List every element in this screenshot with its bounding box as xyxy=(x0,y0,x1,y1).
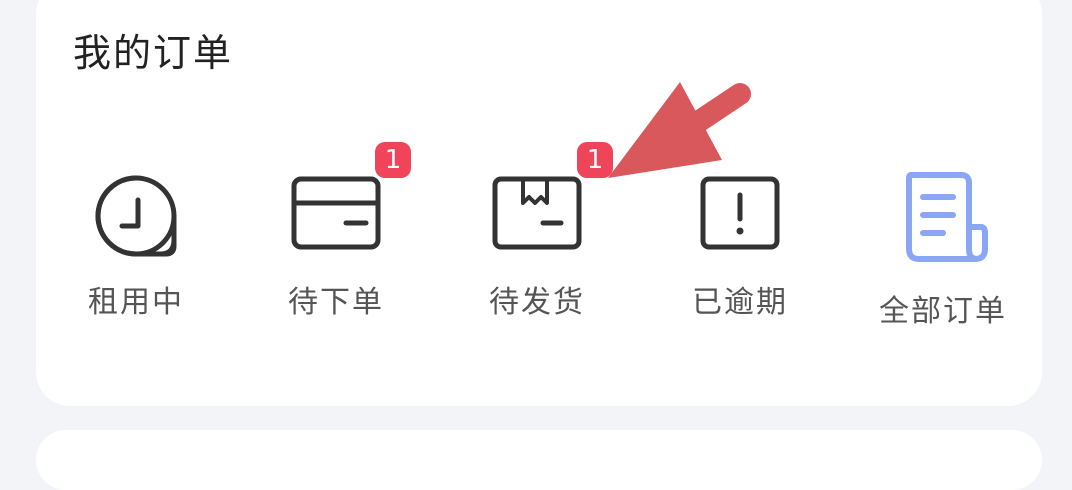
document-icon xyxy=(906,172,988,262)
order-item-label: 待发货 xyxy=(489,285,585,320)
order-item-pending-shipment[interactable]: 1 待发货 xyxy=(437,140,637,335)
orders-card xyxy=(36,0,1042,406)
order-item-label: 全部订单 xyxy=(879,294,1007,329)
package-icon xyxy=(492,176,582,250)
order-item-all-orders[interactable]: 全部订单 xyxy=(843,165,1043,340)
next-card xyxy=(36,430,1042,490)
clock-icon xyxy=(95,175,177,257)
order-item-label: 租用中 xyxy=(88,285,184,320)
annotation-arrow-icon xyxy=(608,82,751,178)
section-title: 我的订单 xyxy=(73,31,234,75)
badge-pending-shipment: 1 xyxy=(577,142,613,178)
card-icon xyxy=(291,176,381,250)
order-item-label: 已逾期 xyxy=(692,285,788,320)
order-item-renting[interactable]: 租用中 xyxy=(36,165,236,335)
alert-icon xyxy=(700,176,780,250)
order-item-label: 待下单 xyxy=(288,285,384,320)
order-item-pending-order[interactable]: 1 待下单 xyxy=(236,140,436,335)
order-item-overdue[interactable]: 已逾期 xyxy=(640,165,840,335)
badge-pending-order: 1 xyxy=(375,142,411,178)
